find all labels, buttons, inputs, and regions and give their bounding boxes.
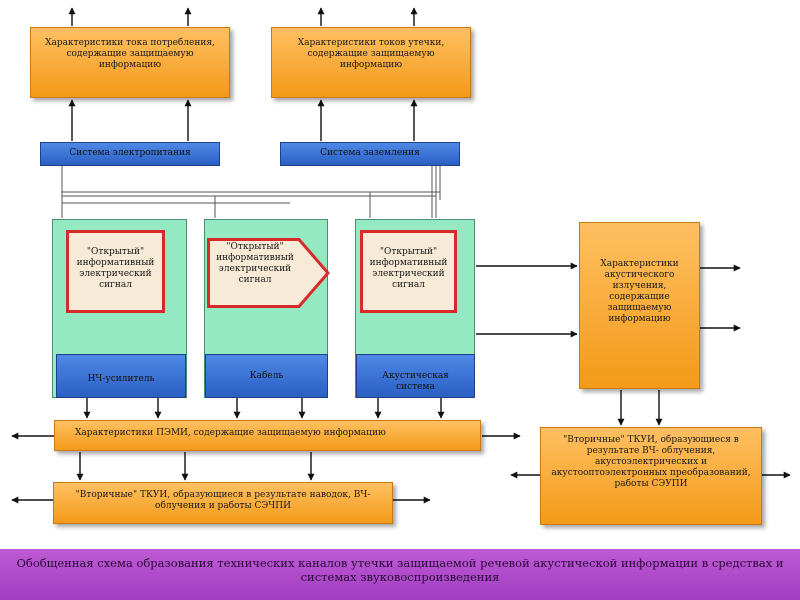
open-signal-box-cable: "Открытый" информативный электрический с… bbox=[210, 242, 300, 286]
pemi-characteristics-box: Характеристики ПЭМИ, содержащие защищаем… bbox=[54, 420, 481, 451]
footer-banner bbox=[0, 549, 800, 600]
open-signal-text-cable: "Открытый" информативный электрический с… bbox=[216, 242, 294, 285]
open-signal-box-amplifier: "Открытый" информативный электрический с… bbox=[66, 230, 165, 313]
grounding-system: Система заземления bbox=[280, 142, 460, 166]
acoustic-characteristics-text: Характеристики акустического излучения, … bbox=[600, 259, 679, 324]
secondary-channels-box-2: "Вторичные" ТКУИ, образующиеся в результ… bbox=[540, 427, 762, 525]
grounding-system-label: Система заземления bbox=[320, 148, 420, 158]
acoustic-system-label-box: Акустическая система bbox=[356, 354, 475, 398]
cable-label: Кабель bbox=[249, 371, 284, 381]
lf-amplifier-label: НЧ-усилитель bbox=[87, 374, 155, 384]
open-signal-box-acoustic: "Открытый" информативный электрический с… bbox=[360, 230, 457, 313]
open-signal-arrow-cable bbox=[207, 238, 330, 308]
secondary-channels-text-1: "Вторичные" ТКУИ, образующиеся в результ… bbox=[75, 490, 371, 511]
power-supply-system: Система электропитания bbox=[40, 142, 220, 166]
lf-amplifier-label-box: НЧ-усилитель bbox=[56, 354, 186, 398]
secondary-channels-text-2: "Вторичные" ТКУИ, образующиеся в результ… bbox=[551, 435, 751, 489]
current-characteristics-text: Характеристики тока потребления, содержа… bbox=[45, 38, 215, 70]
acoustic-characteristics-box: Характеристики акустического излучения, … bbox=[579, 222, 700, 389]
acoustic-system-label: Акустическая система bbox=[382, 371, 449, 392]
leakage-characteristics-box: Характеристики токов утечки, содержащие … bbox=[271, 27, 471, 98]
power-supply-system-label: Система электропитания bbox=[69, 148, 191, 158]
open-signal-text-amplifier: "Открытый" информативный электрический с… bbox=[76, 247, 155, 290]
open-signal-text-acoustic: "Открытый" информативный электрический с… bbox=[369, 247, 448, 290]
current-characteristics-box: Характеристики тока потребления, содержа… bbox=[30, 27, 230, 98]
footer-caption: Обобщенная схема образования технических… bbox=[16, 556, 784, 584]
secondary-channels-box-1: "Вторичные" ТКУИ, образующиеся в результ… bbox=[53, 482, 393, 524]
pemi-characteristics-text: Характеристики ПЭМИ, содержащие защищаем… bbox=[75, 428, 386, 438]
leakage-characteristics-text: Характеристики токов утечки, содержащие … bbox=[297, 38, 445, 70]
cable-label-box: Кабель bbox=[205, 354, 328, 398]
